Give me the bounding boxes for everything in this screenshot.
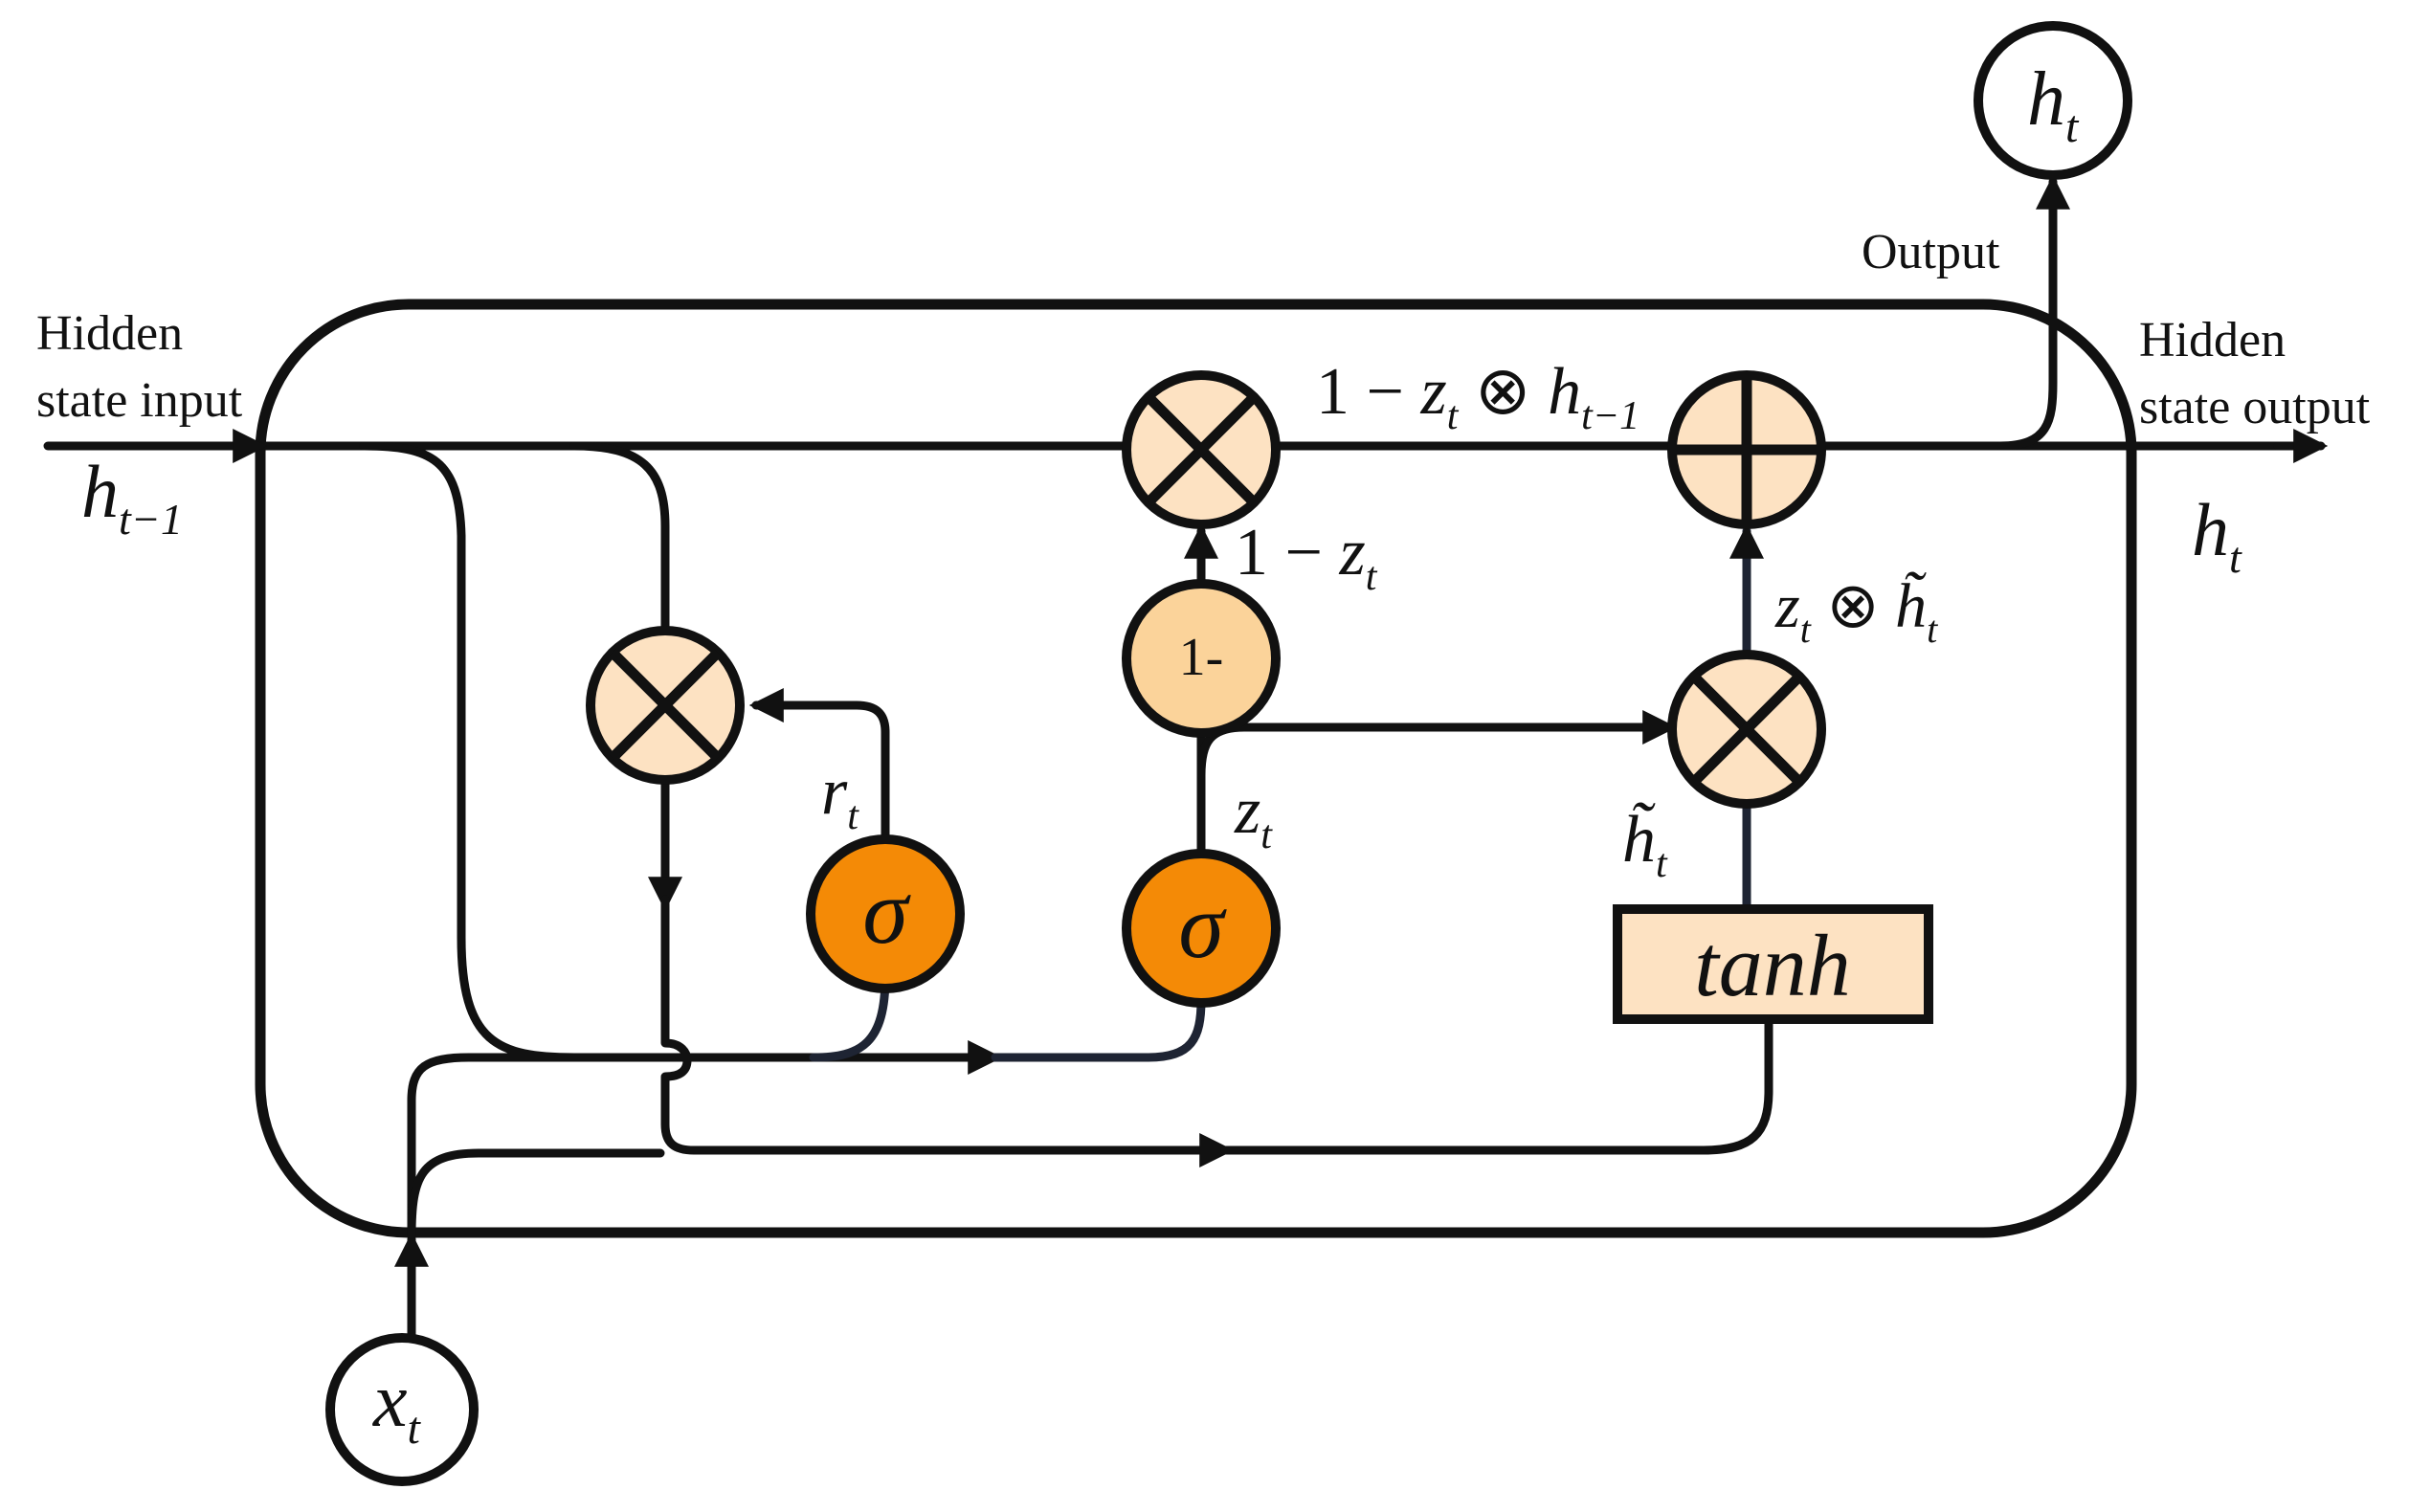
one-minus-z-times-h-label: 1 − zt ⊗ ht−1 (1316, 355, 1639, 438)
add-node-icon (1667, 370, 1826, 529)
output-label: Output (1862, 225, 2000, 279)
reset-mult-down-2 (660, 895, 1211, 1155)
zt-to-right-mult (1196, 710, 1678, 780)
htilde-label: h̃t (1622, 803, 1668, 886)
top-multiply-icon (1122, 370, 1281, 529)
rt-line (748, 688, 890, 847)
cell-frame (255, 299, 2137, 1238)
xt-to-tanh (407, 1148, 665, 1239)
xt-input-node (325, 1333, 479, 1486)
ht-output-node (1974, 21, 2132, 180)
one-minus-z-label: 1 − zt (1235, 516, 1378, 599)
zt-label: zt (1234, 774, 1273, 857)
reset-multiply-icon (586, 626, 745, 785)
hidden-input-label-2: state input (36, 373, 243, 428)
output-branch (1996, 174, 2070, 451)
ht-right-symbol: ht (2192, 488, 2242, 582)
xt-to-reset-gate (809, 971, 890, 1062)
hidden-input-label-1: Hidden (36, 306, 183, 361)
xt-to-update-gate (991, 995, 1206, 1062)
rt-label: rt (821, 755, 859, 838)
hidden-output-label-1: Hidden (2139, 313, 2286, 367)
reset-gate-sigma (806, 834, 965, 993)
reset-to-tanh (1220, 1019, 1773, 1155)
tanh-block (1613, 904, 1933, 1024)
h-prev-symbol: ht−1 (81, 450, 183, 544)
hidden-output-label-2: state output (2139, 380, 2371, 434)
xt-input-up (407, 1053, 684, 1239)
update-sigma-label: σ (1178, 875, 1227, 977)
z-times-htilde-label: zt ⊗ h̃t (1774, 571, 1938, 651)
xt-input-symbol: xt (372, 1359, 422, 1454)
tanh-label: tanh (1694, 917, 1851, 1014)
hprev-branch-reset (569, 441, 670, 636)
ht-output-symbol: ht (2027, 57, 2080, 152)
candidate-multiply-icon (1667, 650, 1826, 809)
reset-sigma-label: σ (862, 860, 911, 963)
one-minus-node (1122, 579, 1281, 738)
one-minus-label: 1- (1179, 628, 1224, 687)
update-gate-sigma (1122, 849, 1281, 1008)
